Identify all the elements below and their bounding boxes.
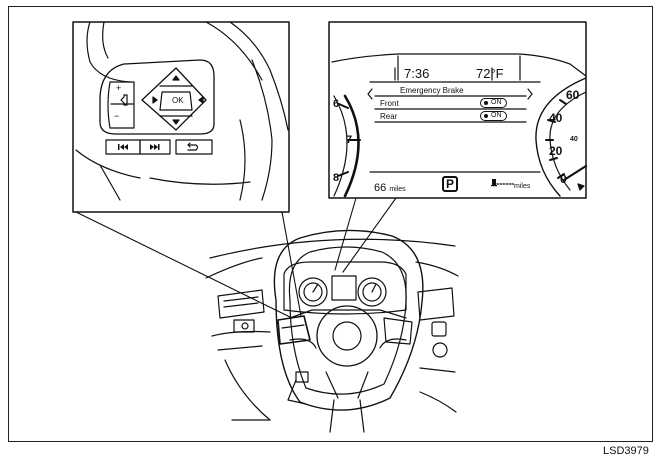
display-clock: 7:36 [404,66,430,81]
range-unit: miles [389,186,406,193]
figure-id: LSD3979 [603,445,649,457]
speed-mark-60: 60 [566,88,580,102]
rear-toggle: ON [480,111,507,121]
speaker-icon [120,94,128,106]
tach-mark-6: 6 [333,98,340,110]
speed-mark-40: 40 [549,111,563,125]
speed-minor-mark-40: 40 [570,136,578,143]
front-toggle: ON [480,98,507,108]
row-label-front: Front [380,99,399,108]
fuel-unit: miles [514,183,531,190]
gear-indicator: P [442,176,458,192]
figure-frame [8,6,653,442]
tach-mark-8: 8 [333,172,340,184]
display-inset [328,21,588,199]
down-arrow-icon [172,119,180,125]
back-icon [187,142,199,151]
ok-button-label: OK [172,96,184,105]
left-arrow-icon [152,96,158,104]
range-value: 66 [374,182,387,194]
dashboard-drawing [205,229,459,433]
tach-mark-7: 7 [346,134,353,146]
row-label-rear: Rear [380,112,398,121]
callout-lines [75,197,397,319]
previous-track-icon [118,144,128,150]
menu-left-arrow-icon [367,88,373,100]
switch-inset [72,21,290,213]
menu-title: Emergency Brake [400,86,464,95]
display-temperature: 72°F [476,66,504,81]
next-track-icon [150,144,160,150]
right-arrow-icon [198,96,204,104]
speed-mark-0: 0 [560,172,567,186]
front-toggle-state: ON [491,99,502,106]
up-arrow-icon [172,75,180,81]
fuel-pump-icon [491,179,497,187]
range-readout: 66 miles [374,182,406,194]
plus-label: + [116,83,122,93]
speed-pointer-icon [577,183,585,191]
rear-toggle-state: ON [491,112,502,119]
minus-label: − [114,111,120,121]
speed-mark-20: 20 [549,144,563,158]
menu-right-arrow-icon [527,88,533,100]
